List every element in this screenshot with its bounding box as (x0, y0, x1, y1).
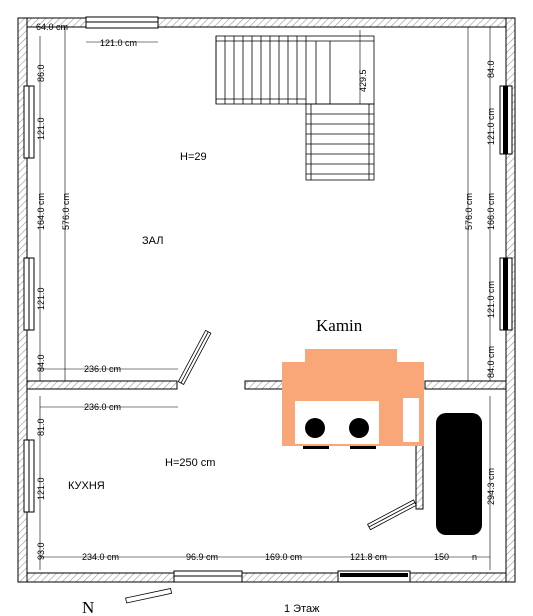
dim-left-seg5: 84.0 (36, 354, 46, 372)
fireplace (282, 349, 424, 449)
staircase (215, 35, 375, 181)
hall-door (177, 329, 212, 385)
windows (23, 16, 513, 583)
dim-left-seg4: 121.0 (36, 287, 46, 310)
dim-right-seg4: 121.0 cm (486, 281, 496, 318)
dim-top-window: 121.0 cm (100, 38, 137, 48)
dim-bottom-seg5: 150 (434, 552, 449, 562)
interior-partition (26, 380, 507, 510)
entrance-door (125, 588, 173, 604)
dim-bottom-seg2: 96.9 cm (186, 552, 218, 562)
burner-left (305, 418, 325, 438)
dim-kitchen-left3: 93.0 (36, 542, 46, 560)
dim-bath-height: 294.3 cm (486, 468, 496, 505)
dim-kitchen-left1: 81.0 (36, 418, 46, 436)
hall-height-label: H=29 (180, 151, 207, 163)
hall-room-label: ЗАЛ (142, 235, 163, 247)
dim-hall-partition: 236.0 cm (84, 364, 121, 374)
dim-kitchen-left2: 121.0 (36, 477, 46, 500)
dim-right-seg1: 84.0 (486, 60, 496, 78)
floor-label: 1 Этаж (284, 603, 320, 615)
north-label: N (82, 598, 94, 616)
dim-left-seg2: 121.0 (36, 117, 46, 140)
dim-bottom-seg3: 169.0 cm (265, 552, 302, 562)
bathroom-door (367, 499, 417, 531)
kitchen-height-label: H=250 cm (165, 457, 215, 469)
dimension-lines (32, 26, 491, 570)
dim-bottom-seg1: 234.0 cm (82, 552, 119, 562)
fireplace-label: Kamin (316, 316, 363, 335)
dim-left-seg3: 164.0 cm (36, 193, 46, 230)
stair-treads-lower (306, 104, 374, 180)
dim-right-total: 576.0 cm (464, 193, 474, 230)
kitchen-room-label: КУХНЯ (68, 480, 105, 492)
burner-right (349, 418, 369, 438)
dim-bottom-seg6: n (472, 552, 477, 562)
dim-top-corner: 64.0 cm (36, 22, 68, 32)
bathtub (436, 413, 482, 535)
dim-left-total: 576.0 cm (61, 193, 71, 230)
dim-right-seg3: 166.0 cm (486, 193, 496, 230)
dim-bottom-seg4: 121.8 cm (350, 552, 387, 562)
dim-kitchen-top: 236.0 cm (84, 402, 121, 412)
doors (125, 329, 417, 604)
dim-stair: 429.5 (358, 69, 368, 92)
dim-left-seg1: 86.0 (36, 64, 46, 82)
dim-right-seg5: 84.0 cm (486, 346, 496, 378)
stair-treads-upper (216, 36, 374, 104)
dim-right-seg2: 121.0 cm (486, 108, 496, 145)
